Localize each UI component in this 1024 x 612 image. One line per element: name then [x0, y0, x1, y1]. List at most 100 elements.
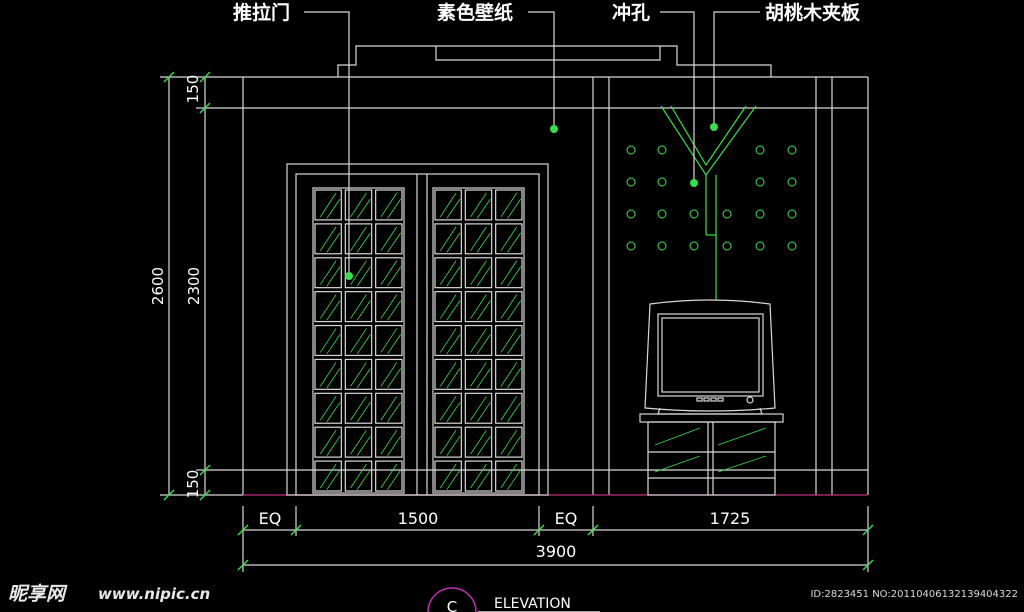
door-pane [464, 223, 493, 255]
door-pane [434, 460, 462, 492]
door-pane [434, 426, 462, 458]
door-pane [375, 392, 403, 424]
door-pane [344, 460, 373, 492]
perforation-hole [787, 177, 797, 187]
perforation-hole [626, 241, 636, 251]
tv-cabinet [639, 413, 784, 496]
perforation-holes [626, 145, 797, 251]
perforation-hole [689, 241, 699, 251]
perforation-hole [657, 145, 667, 155]
door-pane [495, 257, 523, 289]
door-pane [375, 291, 403, 323]
elevation-symbol-letter: C [447, 598, 457, 612]
perforation-hole [787, 209, 797, 219]
door-pane [375, 426, 403, 458]
door-pane [464, 189, 493, 221]
elevation-symbol [427, 587, 600, 612]
dim-right-width: 1725 [710, 509, 751, 528]
door-pane [434, 291, 462, 323]
vertical-dimension-lines [160, 71, 243, 501]
door-pane [464, 426, 493, 458]
tv-set [644, 299, 776, 415]
door-pane [344, 392, 373, 424]
door-pane [434, 358, 462, 390]
callout-walnut-plywood: 胡桃木夹板 [765, 1, 861, 24]
door-pane [434, 189, 462, 221]
perforation-hole [787, 145, 797, 155]
door-pane [495, 291, 523, 323]
door-pane [314, 392, 342, 424]
perforation-hole [689, 209, 699, 219]
door-pane [375, 257, 403, 289]
watermark-url: www.nipic.cn [98, 585, 210, 603]
door-pane [344, 223, 373, 255]
door-pane [495, 223, 523, 255]
door-pane [464, 291, 493, 323]
door-pane [344, 426, 373, 458]
door-pane [495, 358, 523, 390]
perforation-hole [755, 145, 765, 155]
callout-plain-wallpaper: 素色壁纸 [437, 1, 513, 24]
horizontal-dimension-lines [237, 506, 874, 572]
door-pane [434, 223, 462, 255]
perforation-hole [755, 209, 765, 219]
door-pane [314, 358, 342, 390]
dim-vertical-top: 150 [184, 75, 202, 104]
watermark-id: ID:2823451 NO:20110406132139404322 [810, 589, 1018, 600]
perforation-hole [626, 145, 636, 155]
dim-vertical-bottom: 150 [184, 470, 202, 499]
door-pane [434, 324, 462, 357]
perforation-hole [755, 177, 765, 187]
door-pane [495, 189, 523, 221]
perforation-hole [787, 241, 797, 251]
dim-door-width: 1500 [398, 509, 439, 528]
dim-vertical-total: 2600 [149, 267, 167, 305]
elevation-label: ELEVATION [494, 596, 571, 612]
door-pane [434, 257, 462, 289]
door-pane [464, 257, 493, 289]
door-pane [344, 291, 373, 323]
callout-perforation: 冲孔 [612, 1, 650, 24]
dim-left-eq: EQ [259, 509, 282, 528]
door-pane [464, 324, 493, 357]
door-pane [314, 189, 342, 221]
door-pane [314, 223, 342, 255]
watermark-logo: 昵享网 [8, 583, 68, 605]
door-pane [375, 460, 403, 492]
perforation-hole [626, 209, 636, 219]
perforation-hole [657, 209, 667, 219]
door-glass-grid [314, 189, 523, 492]
perforation-hole [722, 241, 732, 251]
dim-total-width: 3900 [536, 542, 577, 561]
dim-middle-eq: EQ [555, 509, 578, 528]
door-pane [344, 324, 373, 357]
door-pane [375, 189, 403, 221]
door-pane [464, 460, 493, 492]
door-pane [344, 358, 373, 390]
sliding-door [286, 163, 549, 496]
dim-vertical-middle: 2300 [185, 267, 203, 305]
perforation-hole [657, 241, 667, 251]
door-pane [314, 460, 342, 492]
door-pane [344, 189, 373, 221]
perforation-hole [722, 209, 732, 219]
callout-sliding-door: 推拉门 [233, 1, 290, 24]
perforated-panel [626, 105, 797, 300]
perforation-hole [755, 241, 765, 251]
door-pane [495, 392, 523, 424]
door-pane [314, 324, 342, 357]
door-pane [314, 291, 342, 323]
door-pane [375, 223, 403, 255]
door-pane [434, 392, 462, 424]
perforation-hole [626, 177, 636, 187]
perforation-hole [657, 177, 667, 187]
door-pane [464, 358, 493, 390]
door-pane [464, 392, 493, 424]
door-pane [375, 358, 403, 390]
door-pane [495, 460, 523, 492]
callout-leaders [304, 11, 760, 280]
door-pane [495, 324, 523, 357]
door-pane [375, 324, 403, 357]
door-pane [495, 426, 523, 458]
